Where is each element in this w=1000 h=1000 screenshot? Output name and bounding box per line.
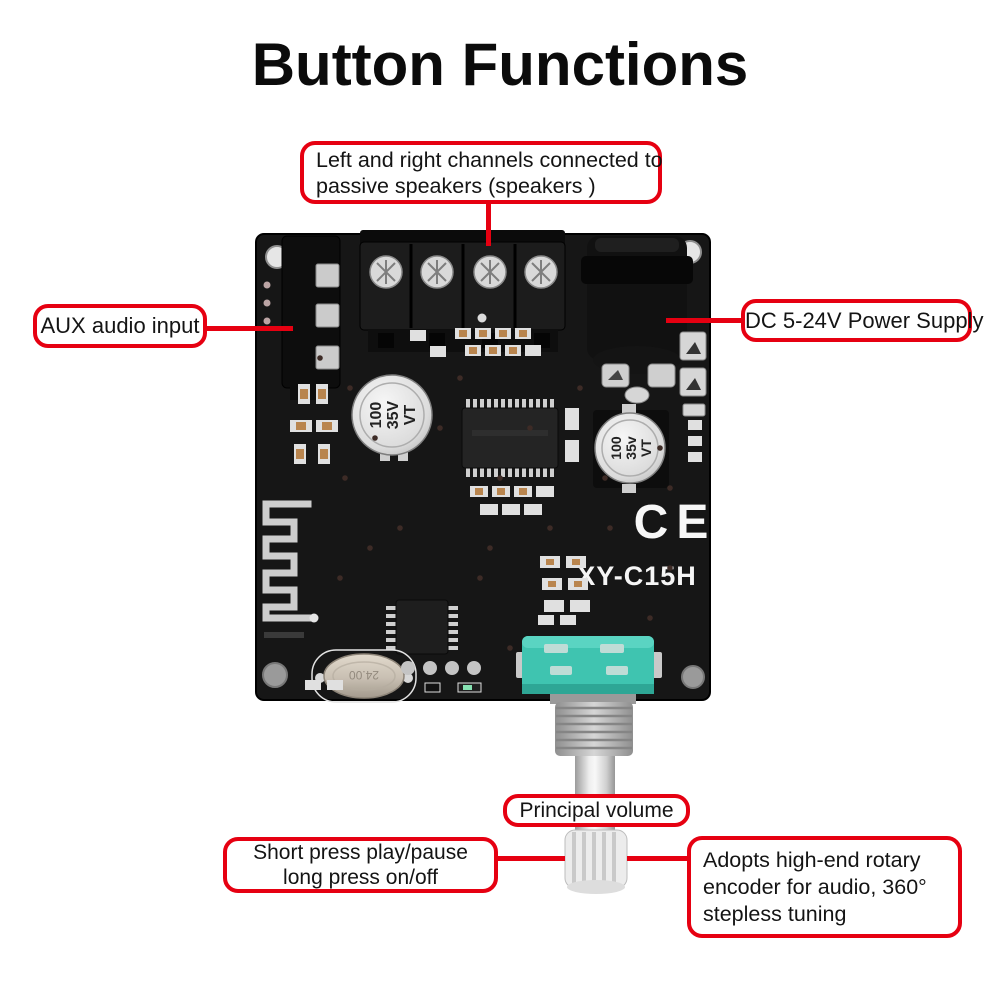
svg-text:24.00: 24.00 xyxy=(349,668,379,682)
callout-volume-label: Principal volume xyxy=(519,799,674,822)
callout-encoder-line1: Adopts high-end rotary xyxy=(703,847,921,872)
svg-text:VT: VT xyxy=(638,439,654,457)
callout-speaker-line2: passive speakers (speakers ) xyxy=(316,173,596,198)
bluetooth-ic xyxy=(386,599,458,655)
callout-play-pause: Short press play/pause long press on/off xyxy=(223,837,498,893)
bluetooth-antenna xyxy=(262,500,319,638)
callout-aux-input: AUX audio input xyxy=(33,304,207,348)
callout-encoder-line2: encoder for audio, 360° xyxy=(703,874,927,899)
svg-text:35V: 35V xyxy=(385,400,402,429)
knurled-shaft-tip xyxy=(564,829,628,894)
capacitor-small: 100 35v VT xyxy=(593,404,669,493)
callout-power-supply: DC 5-24V Power Supply xyxy=(741,299,984,342)
status-led xyxy=(457,682,482,693)
svg-text:VT: VT xyxy=(402,405,419,426)
connector-line-aux xyxy=(204,326,293,331)
aux-audio-jack xyxy=(263,235,341,400)
callout-play-line2: long press on/off xyxy=(283,866,438,889)
edge-pads xyxy=(679,331,707,417)
connector-line-encoder xyxy=(627,856,689,861)
connector-line-play xyxy=(495,856,565,861)
callout-power-label: DC 5-24V Power Supply xyxy=(745,307,984,333)
callout-aux-label: AUX audio input xyxy=(40,313,200,338)
callout-play-line1: Short press play/pause xyxy=(253,841,468,864)
dc-power-jack xyxy=(581,236,693,404)
amplifier-ic xyxy=(461,399,559,477)
svg-text:35v: 35v xyxy=(623,436,639,460)
svg-text:100: 100 xyxy=(368,402,385,429)
connector-line-speakers xyxy=(486,202,491,246)
callout-encoder-line3: stepless tuning xyxy=(703,901,847,926)
callout-rotary-encoder: Adopts high-end rotary encoder for audio… xyxy=(687,836,962,938)
callout-speaker-line1: Left and right channels connected to xyxy=(316,147,663,172)
connector-line-power xyxy=(666,318,744,323)
smd-components xyxy=(290,313,702,693)
callout-principal-volume: Principal volume xyxy=(503,794,690,827)
amplifier-board-image: 100 35V VT 100 35v VT xyxy=(255,230,717,894)
capacitor-large: 100 35V VT xyxy=(351,374,433,461)
callout-speaker-output: Left and right channels connected to pas… xyxy=(300,141,663,204)
svg-text:100: 100 xyxy=(608,436,624,460)
model-number-text: XY-C15H xyxy=(577,561,697,591)
page-title: Button Functions xyxy=(251,31,749,98)
volume-potentiometer xyxy=(516,636,662,704)
ce-mark: CE xyxy=(634,496,717,549)
